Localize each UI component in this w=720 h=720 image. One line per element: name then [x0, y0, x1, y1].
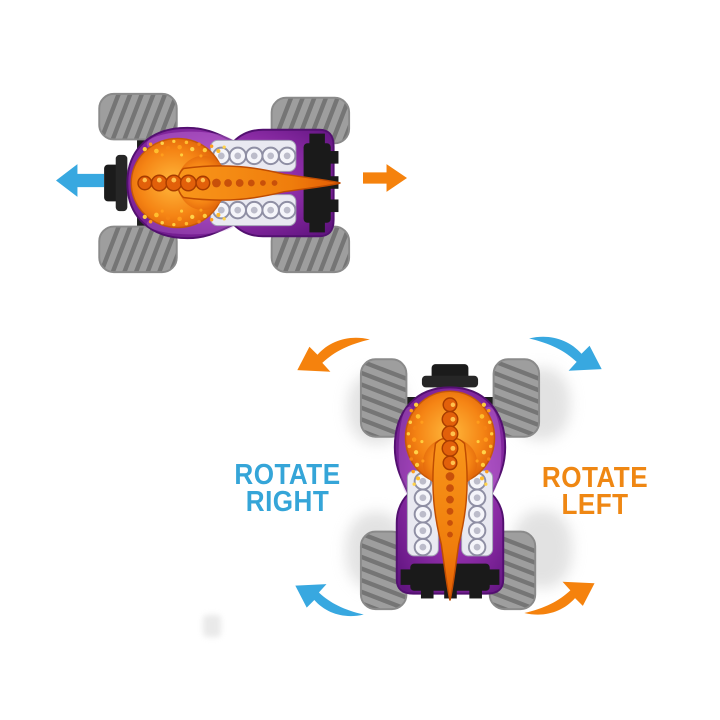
curved-arrow-bottom-left-icon	[295, 584, 364, 617]
arrow-left-icon	[56, 164, 104, 197]
arrow-right-icon	[363, 164, 407, 192]
rotate-left-label-line1: ROTATE	[541, 462, 649, 494]
rotate-right-label-line2: RIGHT	[245, 485, 330, 518]
rotate-right-label: ROTATE RIGHT	[218, 459, 358, 518]
top-diagram	[0, 0, 720, 300]
photo-smudge	[203, 615, 221, 637]
curved-arrow-shape	[295, 584, 364, 617]
rotate-left-label-line2: LEFT	[561, 488, 629, 521]
rotate-right-label-line1: ROTATE	[234, 459, 341, 491]
truck-top-view-horizontal	[94, 91, 366, 275]
bottom-diagram: ROTATE RIGHT ROTATE LEFT	[0, 300, 720, 720]
rotate-left-label: ROTATE LEFT	[528, 462, 663, 521]
arrow-left-shape	[56, 164, 104, 197]
arrow-right-shape	[363, 164, 407, 192]
truck-top-view-vertical	[358, 354, 542, 626]
